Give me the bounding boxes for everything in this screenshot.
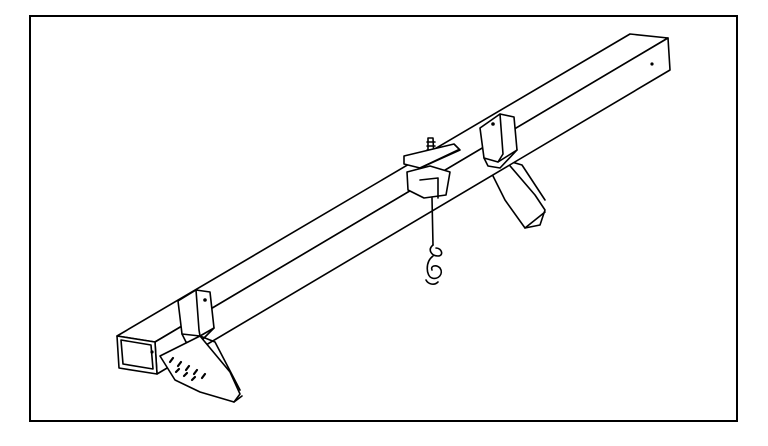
center-clamp-assembly [403,137,461,285]
right-bracket-clamp [479,113,518,169]
left-bracket-clamp [177,289,215,345]
square-tube-beam [116,33,671,375]
left-support-leg [159,335,243,403]
